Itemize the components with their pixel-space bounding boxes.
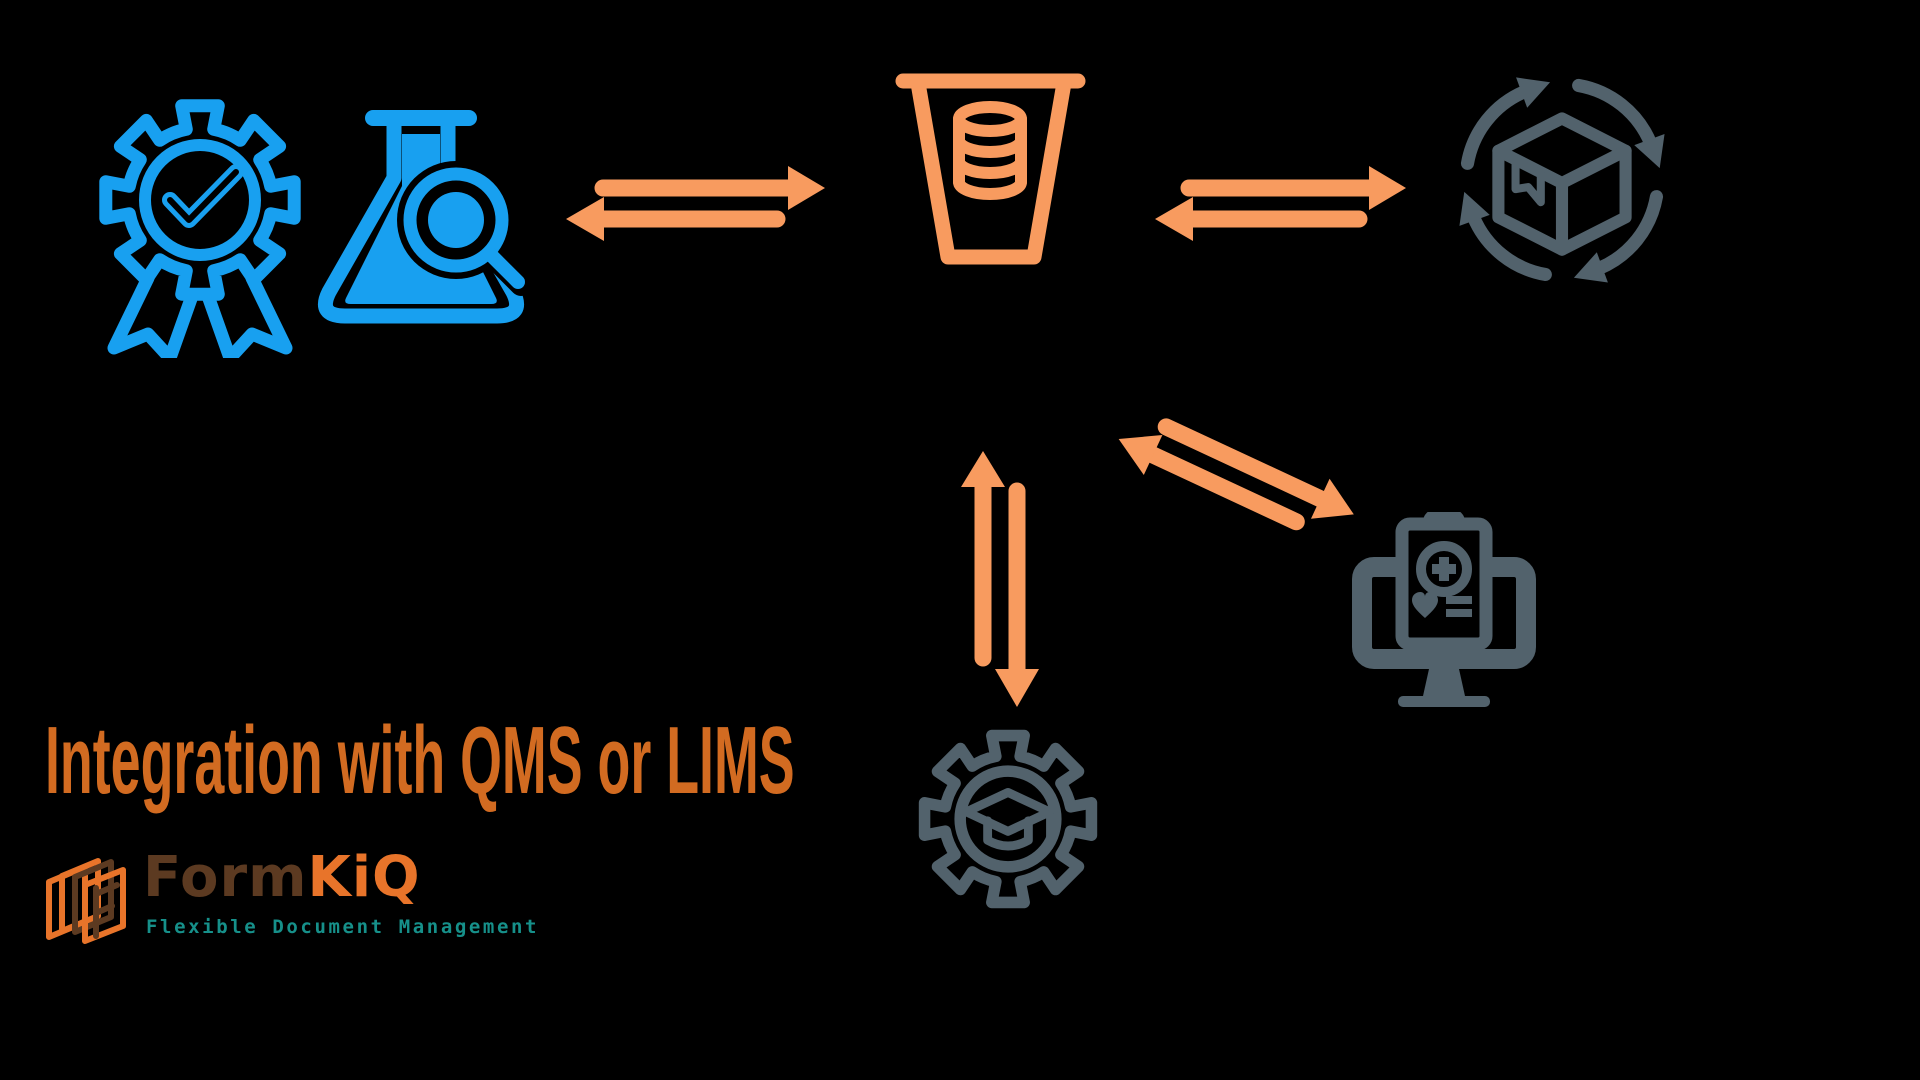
check-icon bbox=[162, 164, 244, 228]
box-icon bbox=[1492, 112, 1632, 256]
graduation-cap-icon bbox=[961, 788, 1055, 851]
arrow-qms-bucket bbox=[566, 166, 825, 241]
diagram-title: Integration with QMS or LIMS bbox=[45, 707, 795, 814]
arrow-bucket-training bbox=[961, 451, 1039, 707]
document-storage-bucket-icon bbox=[895, 73, 1086, 265]
quality-badge-icon bbox=[99, 99, 301, 358]
database-icon bbox=[953, 101, 1027, 200]
magnifier-icon bbox=[397, 161, 532, 296]
ribbon-tails bbox=[107, 271, 293, 358]
arrow-bucket-records bbox=[1118, 418, 1354, 531]
brand-name: FormKiQ bbox=[143, 845, 421, 910]
bucket-outline bbox=[910, 75, 1072, 265]
heart-icon bbox=[1412, 592, 1438, 618]
arrow-bucket-lifecycle bbox=[1155, 166, 1406, 241]
package-lifecycle-icon bbox=[1459, 77, 1665, 283]
gear-outline bbox=[918, 729, 1098, 909]
brand-name-form: Form bbox=[143, 845, 308, 910]
brand-tagline: Flexible Document Management bbox=[146, 916, 540, 938]
medical-records-monitor-icon bbox=[1352, 512, 1536, 707]
lab-flask-search-icon bbox=[318, 110, 532, 324]
gear-outline bbox=[99, 99, 301, 301]
brand-name-kiq: KiQ bbox=[307, 845, 421, 910]
medical-clipboard-icon bbox=[1395, 512, 1493, 651]
letter-f bbox=[93, 882, 120, 939]
formkiq-logo-icon bbox=[46, 858, 126, 944]
training-gear-icon bbox=[918, 729, 1098, 909]
cycle-arrows bbox=[1459, 77, 1665, 283]
flask-outline bbox=[318, 118, 524, 324]
